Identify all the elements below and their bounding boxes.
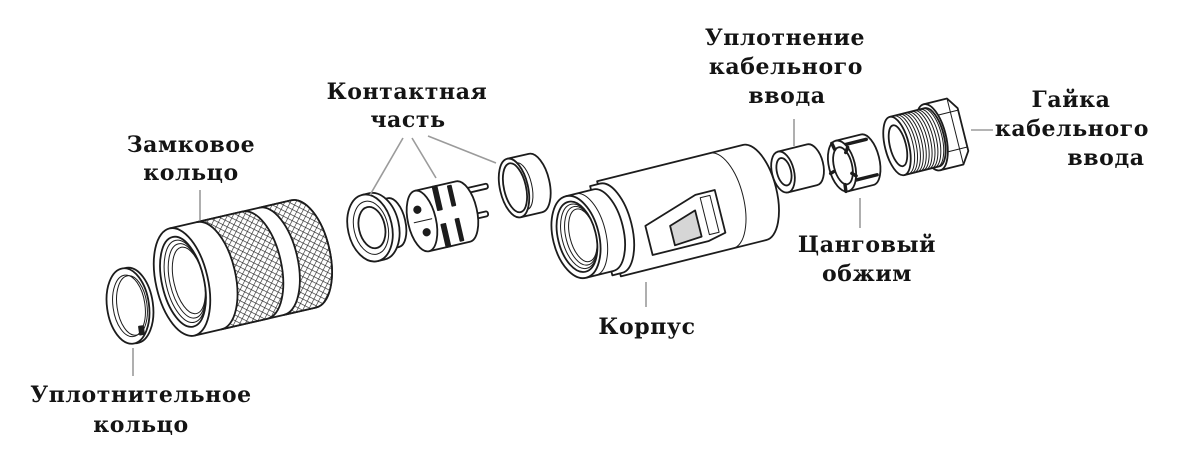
insert-disk-center [357, 205, 387, 250]
pin-socket [422, 228, 431, 237]
housing-latch-slot [669, 209, 703, 247]
cable-seal-hole [775, 157, 793, 187]
contact-pin-carrier [405, 180, 490, 253]
label-cable-nut-line3: ввода [1067, 145, 1144, 171]
cable-nut-bore [887, 124, 909, 168]
label-lock-ring-line1: Замковое [127, 132, 256, 158]
collet-face-slot [830, 141, 837, 152]
label-contact-part-line2: часть [370, 107, 445, 133]
labels: Уплотнительное кольцо Замковое кольцо Ко… [30, 25, 1149, 438]
contact-ring-hole [501, 162, 528, 214]
nut-thread-line [913, 110, 936, 170]
nut-thread-line [896, 114, 919, 174]
lock-ring-knurl-rear [258, 199, 333, 316]
contact-ring-inner-edge [515, 162, 534, 211]
housing [550, 143, 780, 280]
collet-face-slot [850, 171, 858, 178]
pin-carrier-slot [440, 222, 452, 249]
collet-finger-slit [843, 137, 868, 147]
pin-carrier-slot [446, 184, 457, 207]
housing-latch-tab [699, 194, 720, 236]
lock-ring-bore-thread [171, 246, 206, 315]
housing-seam [709, 152, 747, 249]
collet-finger-slit [854, 173, 879, 182]
label-housing: Корпус [598, 314, 695, 340]
label-lock-ring-line2: кольцо [143, 160, 239, 186]
lock-ring [152, 199, 333, 337]
nut-thread-line [910, 110, 933, 171]
seal-ring-notch [138, 325, 145, 336]
label-collet-line1: Цанговый [798, 232, 936, 258]
contact-insert-disk [346, 192, 408, 263]
cable-nut [882, 97, 970, 177]
pin-carrier-slot [431, 184, 443, 212]
leader-contact-ring [427, 135, 497, 164]
pin-socket [413, 205, 422, 214]
label-seal-ring-line2: кольцо [93, 412, 189, 438]
nut-thread-line [907, 111, 930, 172]
collet-face-slot [828, 169, 836, 176]
housing-collar-line [575, 193, 609, 276]
seal-ring-inner-edge [112, 274, 146, 338]
nut-thread-line [893, 115, 916, 175]
pin-carrier-face-rib [413, 218, 433, 224]
pin-carrier-slot [454, 217, 465, 242]
label-cable-nut-line2: кабельного [995, 116, 1149, 142]
collet-face-slot [844, 145, 850, 155]
cable-seal [770, 143, 825, 194]
nut-thread-line [898, 113, 921, 174]
label-contact-part-line1: Контактная [327, 79, 488, 105]
cable-nut-threads [893, 108, 945, 175]
label-collet-line2: обжим [822, 261, 912, 287]
label-cable-seal-line3: ввода [748, 83, 825, 109]
seal-ring-inner-back-edge [116, 275, 148, 336]
label-cable-seal-line1: Уплотнение [705, 25, 865, 51]
seal-ring [105, 266, 155, 345]
contact-ring [497, 152, 552, 219]
collet [827, 133, 882, 194]
label-cable-seal-line2: кабельного [709, 54, 863, 80]
nut-thread-line [901, 113, 924, 173]
leader-contact-disk [369, 137, 404, 196]
nut-thread-line [916, 109, 939, 169]
nut-thread-line [922, 108, 945, 168]
collet-face-slot [843, 182, 848, 194]
leader-contact-carrier [411, 137, 437, 179]
label-cable-nut-line1: Гайка [1032, 87, 1111, 113]
label-seal-ring-line1: Уплотнительное [30, 382, 251, 408]
collet-hole [832, 146, 854, 186]
leader-lines [132, 119, 993, 376]
housing-bore-thread [568, 208, 598, 263]
insert-disk-ring [352, 200, 390, 255]
seal-ring-front-face [105, 267, 151, 345]
lock-ring-knurl-front [196, 210, 285, 331]
